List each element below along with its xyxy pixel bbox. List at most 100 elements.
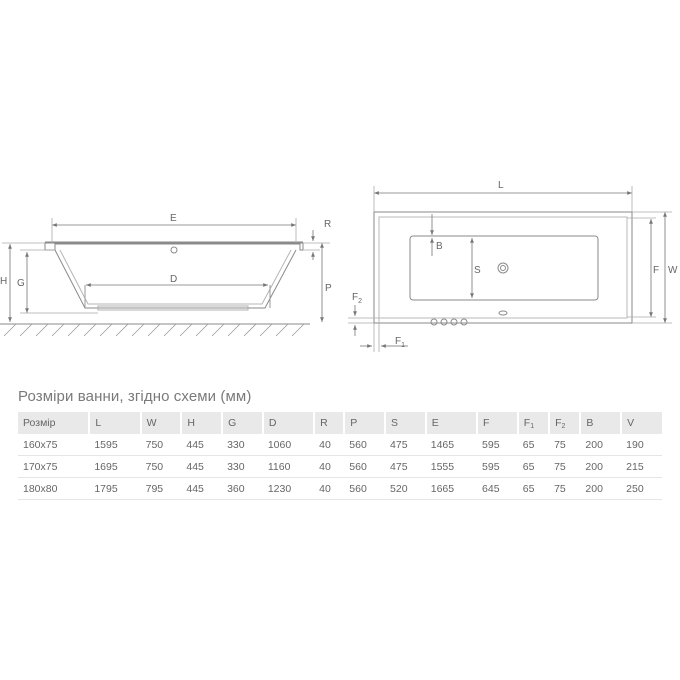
tub-inner-outline xyxy=(378,216,628,319)
column-header-label: P xyxy=(350,417,358,429)
column-header: Розмір xyxy=(18,412,91,434)
column-header: F1 xyxy=(517,412,551,434)
drain-outer xyxy=(497,262,509,274)
value-cell: 750 xyxy=(140,455,182,478)
column-header-label: V xyxy=(627,417,635,429)
column-header: E xyxy=(425,412,479,434)
label-L: L xyxy=(498,180,504,191)
column-header: F xyxy=(477,412,519,434)
column-header-subscript: 2 xyxy=(561,422,566,430)
column-header-label: Розмір xyxy=(23,417,56,429)
value-cell: 1795 xyxy=(89,477,141,500)
label-F2: F2 xyxy=(352,292,362,305)
value-cell: 1465 xyxy=(425,434,478,456)
value-cell: 445 xyxy=(181,434,223,456)
value-cell: 445 xyxy=(181,477,223,500)
value-cell: 40 xyxy=(314,434,345,456)
column-header-label: F xyxy=(555,416,562,429)
column-header-label: L xyxy=(95,417,102,429)
label-F2-main: F xyxy=(352,292,358,303)
value-cell: 595 xyxy=(477,434,518,456)
value-cell: 65 xyxy=(517,455,550,478)
tub-outline xyxy=(373,211,633,324)
value-cell: 40 xyxy=(314,477,345,500)
column-header-label: F xyxy=(483,417,490,429)
column-header-label: F xyxy=(523,416,531,429)
side-view xyxy=(0,241,310,337)
column-header: H xyxy=(181,412,224,434)
value-cell: 1555 xyxy=(425,455,478,478)
label-P: P xyxy=(325,283,332,294)
value-cell: 475 xyxy=(385,455,426,478)
value-cell: 795 xyxy=(140,477,182,500)
label-F1-sub: 1 xyxy=(401,342,405,349)
label-F2-sub: 2 xyxy=(358,298,362,305)
tub-inner-wall xyxy=(59,249,292,305)
value-cell: 1060 xyxy=(262,434,315,456)
column-header-label: H xyxy=(187,417,195,429)
column-header: D xyxy=(262,412,316,434)
label-S: S xyxy=(474,265,481,276)
value-cell: 1595 xyxy=(89,434,141,456)
column-header: F2 xyxy=(549,412,582,434)
value-cell: 65 xyxy=(517,477,550,500)
value-cell: 560 xyxy=(344,455,386,478)
column-header: W xyxy=(140,412,183,434)
value-cell: 520 xyxy=(385,477,426,500)
control-knob-2 xyxy=(440,318,448,326)
column-header: P xyxy=(344,412,387,434)
value-cell: 200 xyxy=(580,477,622,500)
value-cell: 595 xyxy=(477,455,518,478)
overflow-top xyxy=(498,310,508,316)
value-cell: 475 xyxy=(385,434,426,456)
column-header-label: W xyxy=(146,417,157,429)
column-header: R xyxy=(314,412,346,434)
column-header: S xyxy=(385,412,427,434)
value-cell: 560 xyxy=(344,477,386,500)
value-cell: 75 xyxy=(549,455,581,478)
value-cell: 1160 xyxy=(262,455,315,478)
value-cell: 65 xyxy=(517,434,550,456)
overflow-hole xyxy=(170,246,178,254)
label-D: D xyxy=(170,274,177,285)
column-header: B xyxy=(580,412,623,434)
value-cell: 1665 xyxy=(425,477,478,500)
label-W: W xyxy=(668,265,678,276)
column-header-label: B xyxy=(586,417,594,429)
label-R: R xyxy=(324,219,331,230)
column-header-subscript: 1 xyxy=(530,422,535,430)
value-cell: 190 xyxy=(621,434,662,456)
value-cell: 750 xyxy=(140,434,182,456)
label-F1-main: F xyxy=(395,336,401,347)
value-cell: 200 xyxy=(580,455,622,478)
value-cell: 560 xyxy=(344,434,386,456)
column-header-label: D xyxy=(268,417,277,429)
value-cell: 1230 xyxy=(262,477,315,500)
page-title: Розміри ванни, згідно схеми (мм) xyxy=(18,388,252,405)
control-knob-1 xyxy=(430,318,438,326)
control-knob-3 xyxy=(450,318,458,326)
column-header-label: R xyxy=(320,417,328,429)
value-cell: 330 xyxy=(222,455,263,478)
label-F: F xyxy=(653,265,659,276)
value-cell: 75 xyxy=(549,477,581,500)
column-header: V xyxy=(621,412,662,434)
label-F1: F1 xyxy=(395,336,405,349)
column-header: L xyxy=(89,412,142,434)
label-H: H xyxy=(0,276,7,287)
tub-body xyxy=(54,249,297,309)
floor-hatch xyxy=(3,323,305,337)
value-cell: 40 xyxy=(314,455,345,478)
value-cell: 75 xyxy=(549,434,581,456)
size-cell: 180x80 xyxy=(18,477,90,500)
value-cell: 1695 xyxy=(89,455,141,478)
label-E: E xyxy=(170,213,177,224)
bathtub-dimension-diagram: E D H G P R xyxy=(0,180,678,352)
value-cell: 445 xyxy=(181,455,223,478)
tub-basin xyxy=(409,235,599,301)
